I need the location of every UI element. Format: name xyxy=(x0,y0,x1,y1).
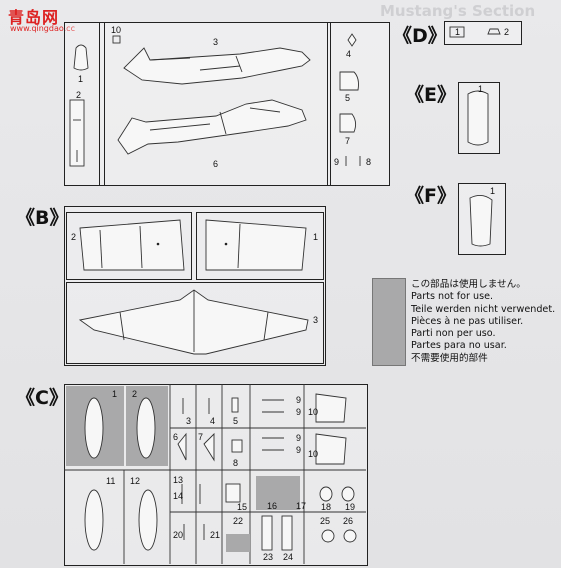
legend-line-es: Partes para no usar. xyxy=(411,340,507,352)
sprue-d-panel xyxy=(444,21,522,45)
part-number-c26: 26 xyxy=(343,516,354,526)
part-a3-fuselage xyxy=(123,47,311,85)
part-number-c18: 18 xyxy=(321,502,332,512)
part-number-c3: 3 xyxy=(186,416,192,426)
part-number-c16: 16 xyxy=(267,501,278,511)
section-label-e: 《E》 xyxy=(405,84,456,106)
part-number-a3: 3 xyxy=(213,37,219,47)
part-number-d1: 1 xyxy=(455,27,461,37)
part-number-c5: 5 xyxy=(233,416,239,426)
part-number-a6: 6 xyxy=(213,159,219,169)
part-a6-fuselage xyxy=(117,99,307,155)
part-number-b3: 3 xyxy=(313,315,319,325)
part-number-f1: 1 xyxy=(490,186,496,196)
sprue-a-right-column xyxy=(330,22,390,186)
part-number-c9d: 9 xyxy=(296,445,302,455)
legend-line-zh: 不需要使用的部件 xyxy=(411,352,488,364)
sprue-b-right-wing-box xyxy=(196,212,324,280)
part-number-c9a: 9 xyxy=(296,395,302,405)
part-number-c19: 19 xyxy=(345,502,356,512)
part-a1-shape xyxy=(73,44,89,71)
part-number-c9c: 9 xyxy=(296,433,302,443)
part-number-a2: 2 xyxy=(76,90,82,100)
part-c10b-shape xyxy=(315,433,347,465)
part-number-c7: 7 xyxy=(198,432,204,442)
part-number-c6: 6 xyxy=(173,432,179,442)
legend-line-de: Teile werden nicht verwendet. xyxy=(411,303,556,315)
part-number-c1: 1 xyxy=(112,389,118,399)
watermark-site-name: 青岛网 xyxy=(8,8,60,27)
legend-line-fr: Pièces à ne pas utiliser. xyxy=(411,315,524,327)
part-number-a8: 8 xyxy=(366,157,372,167)
part-a2-shape xyxy=(69,99,85,167)
part-number-c12: 12 xyxy=(130,476,141,486)
part-number-c21: 21 xyxy=(210,530,221,540)
watermark-logo: 青岛网 www.qingdao.cc xyxy=(4,2,75,38)
part-a4-shape xyxy=(347,33,357,47)
part-number-c14: 14 xyxy=(173,491,184,501)
part-b2-wing xyxy=(79,219,185,271)
part-number-c15: 15 xyxy=(237,502,248,512)
part-f1-shape xyxy=(469,195,493,247)
watermark-url: www.qingdao.cc xyxy=(10,24,75,33)
part-number-c22: 22 xyxy=(233,516,244,526)
background-faint-heading: Mustang's Section xyxy=(380,2,536,20)
part-number-c10a: 10 xyxy=(308,407,319,417)
part-c16-c17-grey xyxy=(256,476,300,510)
legend-grey-swatch xyxy=(372,278,406,366)
part-number-a4: 4 xyxy=(346,49,352,59)
part-number-c17: 17 xyxy=(296,501,307,511)
part-number-c2: 2 xyxy=(132,389,138,399)
section-label-c: 《C》 xyxy=(16,387,68,409)
section-label-b: 《B》 xyxy=(16,207,69,229)
legend-line-it: Parti non per uso. xyxy=(411,328,496,340)
part-number-c11: 11 xyxy=(106,476,116,486)
part-a7-shape xyxy=(339,113,357,133)
sprue-a-left-column xyxy=(64,22,100,186)
part-number-c23: 23 xyxy=(263,552,274,562)
part-number-c4: 4 xyxy=(210,416,216,426)
section-label-f: 《F》 xyxy=(405,185,456,207)
part-number-c20: 20 xyxy=(173,530,184,540)
legend-line-ja: この部品は使用しません。 xyxy=(411,279,526,290)
part-number-d2: 2 xyxy=(504,27,510,37)
sprue-b-main-wing-box xyxy=(66,282,324,364)
part-c10a-shape xyxy=(315,393,347,423)
part-e1-shape xyxy=(467,90,489,146)
part-number-c10b: 10 xyxy=(308,449,319,459)
legend-text: この部品は使用しません。 Parts not for use. Teile we… xyxy=(411,279,555,365)
part-b1-wing xyxy=(205,219,307,271)
part-number-c24: 24 xyxy=(283,552,294,562)
part-number-c13: 13 xyxy=(173,475,184,485)
section-label-d: 《D》 xyxy=(393,25,447,47)
part-a10-shape xyxy=(112,35,121,44)
part-number-b2: 2 xyxy=(71,232,77,242)
sprue-a-fuselage-area xyxy=(104,22,328,186)
part-a5-shape xyxy=(339,71,359,91)
part-number-c8: 8 xyxy=(233,458,239,468)
sprue-a-panel xyxy=(64,22,390,186)
sprue-b-left-wing-box xyxy=(66,212,192,280)
part-number-a5: 5 xyxy=(345,93,351,103)
part-number-b1: 1 xyxy=(313,232,319,242)
part-number-c25: 25 xyxy=(320,516,331,526)
part-number-a9: 9 xyxy=(334,157,340,167)
part-number-a10: 10 xyxy=(111,25,122,35)
part-number-a1: 1 xyxy=(78,74,84,84)
part-number-a7: 7 xyxy=(345,136,351,146)
legend-line-en: Parts not for use. xyxy=(411,291,494,303)
part-number-c9b: 9 xyxy=(296,407,302,417)
part-c22-grey xyxy=(226,534,250,552)
part-number-e1: 1 xyxy=(478,84,484,94)
